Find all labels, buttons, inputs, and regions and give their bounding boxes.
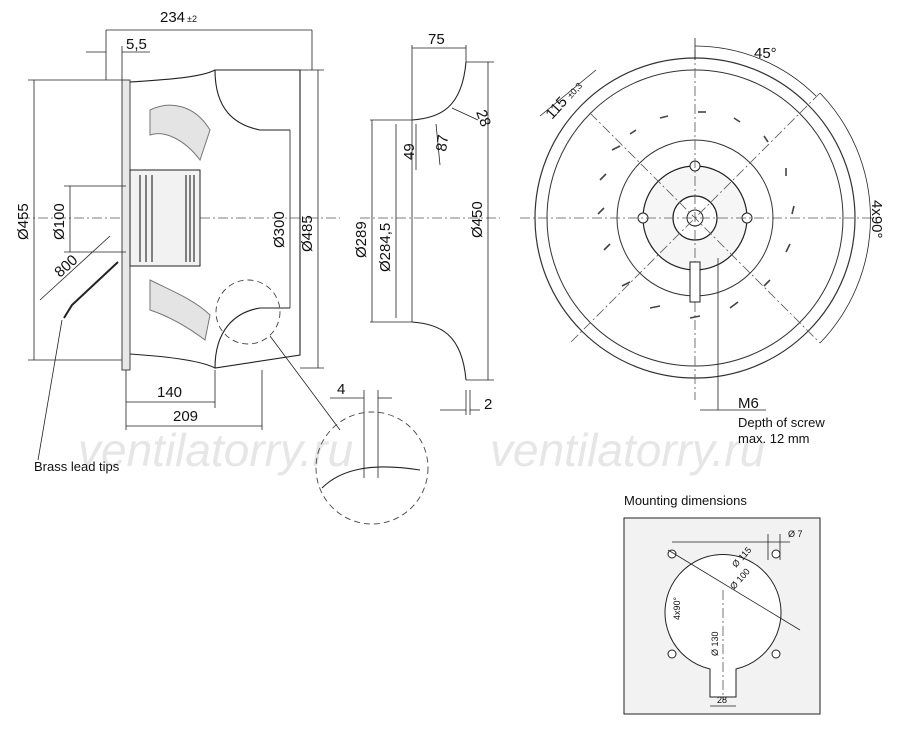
dim-pattern-4x90: 4x90°	[868, 200, 885, 239]
section-view: 75 Ø450 Ø289 Ø284,5 49 87 28 2 4	[315, 31, 500, 525]
dim-dia-100: Ø100	[51, 203, 68, 240]
front-blade-slots	[597, 111, 795, 319]
mounting-dimensions: Mounting dimensions Ø 7 Ø 115 Ø 100 4x90…	[623, 493, 821, 715]
dim-dia-300: Ø300	[271, 211, 288, 248]
dim-h-49: 49	[401, 143, 418, 160]
dim-dia-450: Ø450	[469, 201, 486, 238]
note-brass-lead-tips: Brass lead tips	[34, 459, 120, 474]
watermark-right: ventilatorry.ru	[490, 424, 765, 476]
dim-flange: 5,5	[126, 36, 147, 53]
detail-profile	[321, 466, 421, 489]
side-shroud-bottom	[214, 307, 290, 369]
dim-w-75: 75	[428, 31, 445, 48]
dim-cable: 800	[51, 252, 81, 281]
dim-dia-485: Ø485	[299, 215, 316, 252]
side-impeller-outline	[129, 69, 301, 369]
dim-h-87: 87	[433, 134, 452, 153]
note-screw-depth-1: Depth of screw	[738, 415, 825, 430]
mount-dim-w28: 28	[717, 695, 727, 705]
note-screw-depth-2: max. 12 mm	[738, 431, 810, 446]
mount-dim-d7: Ø 7	[788, 529, 803, 539]
side-motor	[129, 169, 201, 267]
dim-len-209: 209	[173, 408, 198, 425]
mounting-cutout	[664, 553, 782, 698]
cable	[63, 261, 119, 319]
mount-dim-d130: Ø 130	[710, 631, 720, 656]
dim-bolt-circle-tol: ±0,3	[565, 81, 584, 101]
side-shroud-top	[214, 69, 290, 131]
section-shroud-top	[411, 61, 467, 121]
dim-w-28: 28	[472, 108, 494, 129]
dim-angle-45: 45°	[754, 45, 777, 62]
detail-view-circle	[315, 411, 429, 525]
dim-t-2: 2	[484, 396, 492, 413]
front-view: 45° 4x90° 115 ±0,3 M6 Depth of screw max…	[520, 38, 885, 446]
side-mounting-plate	[121, 79, 131, 371]
section-shroud-bottom	[411, 321, 467, 381]
dim-dia-289: Ø289	[353, 221, 370, 258]
watermark-left: ventilatorry.ru	[78, 424, 353, 476]
dim-overall-width: 234	[160, 9, 185, 26]
dim-overall-width-tol: ±2	[187, 14, 197, 24]
dim-detail-4: 4	[337, 381, 345, 398]
side-view: 234 ±2 5,5 Ø455 Ø100 800 Brass lead tips…	[15, 9, 341, 474]
dim-len-140: 140	[157, 384, 182, 401]
dim-dia-455: Ø455	[15, 203, 32, 240]
mount-dim-pattern: 4x90°	[672, 596, 682, 620]
label-m6: M6	[738, 395, 759, 412]
detail-circle-marker	[215, 279, 281, 345]
mounting-title: Mounting dimensions	[624, 493, 747, 508]
dim-bolt-circle: 115	[542, 94, 571, 123]
mounting-holes	[667, 549, 781, 659]
dim-dia-284: Ø284,5	[377, 223, 394, 272]
